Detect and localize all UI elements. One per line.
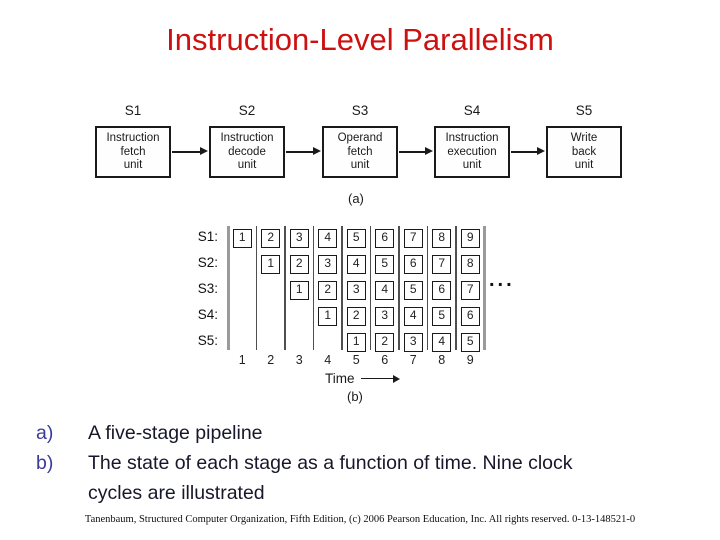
grid-line [341, 226, 343, 350]
time-tick: 4 [324, 353, 332, 367]
time-axis: Time [325, 371, 400, 386]
grid-line [398, 226, 400, 350]
grid-cell: 1 [318, 306, 338, 326]
grid-cell: 5 [460, 332, 480, 352]
stage-box: Instruction decode unit [209, 126, 285, 178]
grid-cell: 2 [318, 280, 338, 300]
time-tick: 6 [381, 353, 389, 367]
arrow-right-icon [200, 147, 208, 155]
grid-cell: 3 [289, 228, 309, 248]
stage-label: S4 [463, 103, 481, 118]
grid-line [369, 226, 372, 350]
stage-label: S3 [351, 103, 369, 118]
bullet-marker: a) [36, 422, 54, 444]
grid-cell: 4 [318, 228, 338, 248]
stage-box: Operand fetch unit [322, 126, 398, 178]
arrow-right-icon [537, 147, 545, 155]
stage-box: Instruction fetch unit [95, 126, 171, 178]
arrow-line [286, 151, 314, 153]
stage-row-label: S1: [197, 229, 218, 244]
grid-cell: 2 [261, 228, 281, 248]
grid-cell: 2 [346, 306, 366, 326]
arrow-line [172, 151, 201, 153]
grid-line [426, 226, 429, 350]
arrow-line [399, 151, 426, 153]
grid-cell: 6 [460, 306, 480, 326]
grid-cell: 6 [403, 254, 423, 274]
time-arrow-line [360, 377, 393, 380]
grid-cell: 1 [261, 254, 281, 274]
grid-line [312, 226, 315, 350]
page-title: Instruction-Level Parallelism [166, 22, 554, 57]
grid-cell: 1 [346, 332, 366, 352]
grid-line [284, 226, 286, 350]
time-tick: 7 [409, 353, 417, 367]
grid-cell: 2 [375, 332, 395, 352]
time-tick: 1 [238, 353, 246, 367]
stage-box: Instruction execution unit [434, 126, 510, 178]
grid-cell: 2 [289, 254, 309, 274]
grid-cell: 8 [432, 228, 452, 248]
grid-cell: 8 [460, 254, 480, 274]
grid-line [226, 226, 230, 350]
bullet-text: The state of each stage as a function of… [88, 452, 573, 504]
grid-line [455, 226, 457, 350]
stage-row-label: S4: [197, 307, 218, 322]
grid-cell: 5 [375, 254, 395, 274]
stage-label: S2 [238, 103, 256, 118]
time-tick: 9 [466, 353, 474, 367]
grid-cell: 4 [432, 332, 452, 352]
grid-cell: 3 [403, 332, 423, 352]
grid-cell: 6 [375, 228, 395, 248]
stage-row-label: S3: [197, 281, 218, 296]
stage-row-label: S2: [197, 255, 218, 270]
grid-cell: 6 [432, 280, 452, 300]
stage-row-label: S5: [197, 333, 218, 348]
grid-cell: 1 [232, 228, 252, 248]
grid-cell: 5 [432, 306, 452, 326]
time-tick: 5 [352, 353, 360, 367]
grid-cell: 3 [346, 280, 366, 300]
grid-cell: 7 [403, 228, 423, 248]
arrow-right-icon [313, 147, 321, 155]
grid-line [255, 226, 258, 350]
grid-cell: 7 [432, 254, 452, 274]
diagram-a-caption: (a) [348, 191, 364, 206]
arrow-right-icon [392, 374, 400, 383]
grid-cell: 4 [403, 306, 423, 326]
stage-box: Write back unit [546, 126, 622, 178]
grid-cell: 1 [289, 280, 309, 300]
grid-cell: 3 [375, 306, 395, 326]
grid-cell: 3 [318, 254, 338, 274]
arrow-line [511, 151, 538, 153]
copyright-footer: Tanenbaum, Structured Computer Organizat… [84, 514, 636, 525]
grid-cell: 4 [375, 280, 395, 300]
time-tick: 3 [295, 353, 303, 367]
grid-cell: 5 [346, 228, 366, 248]
time-axis-label: Time [325, 371, 355, 386]
grid-cell: 5 [403, 280, 423, 300]
grid-cell: 4 [346, 254, 366, 274]
bullet-text: A five-stage pipeline [88, 422, 263, 444]
stage-label: S5 [575, 103, 593, 118]
grid-line [483, 226, 486, 350]
arrow-right-icon [425, 147, 433, 155]
grid-cell: 9 [460, 228, 480, 248]
bullet-marker: b) [36, 452, 54, 474]
stage-label: S1 [124, 103, 142, 118]
continuation-ellipsis: ... [489, 269, 515, 291]
grid-cell: 7 [460, 280, 480, 300]
time-tick: 2 [267, 353, 275, 367]
diagram-b-caption: (b) [347, 389, 363, 404]
time-tick: 8 [438, 353, 446, 367]
